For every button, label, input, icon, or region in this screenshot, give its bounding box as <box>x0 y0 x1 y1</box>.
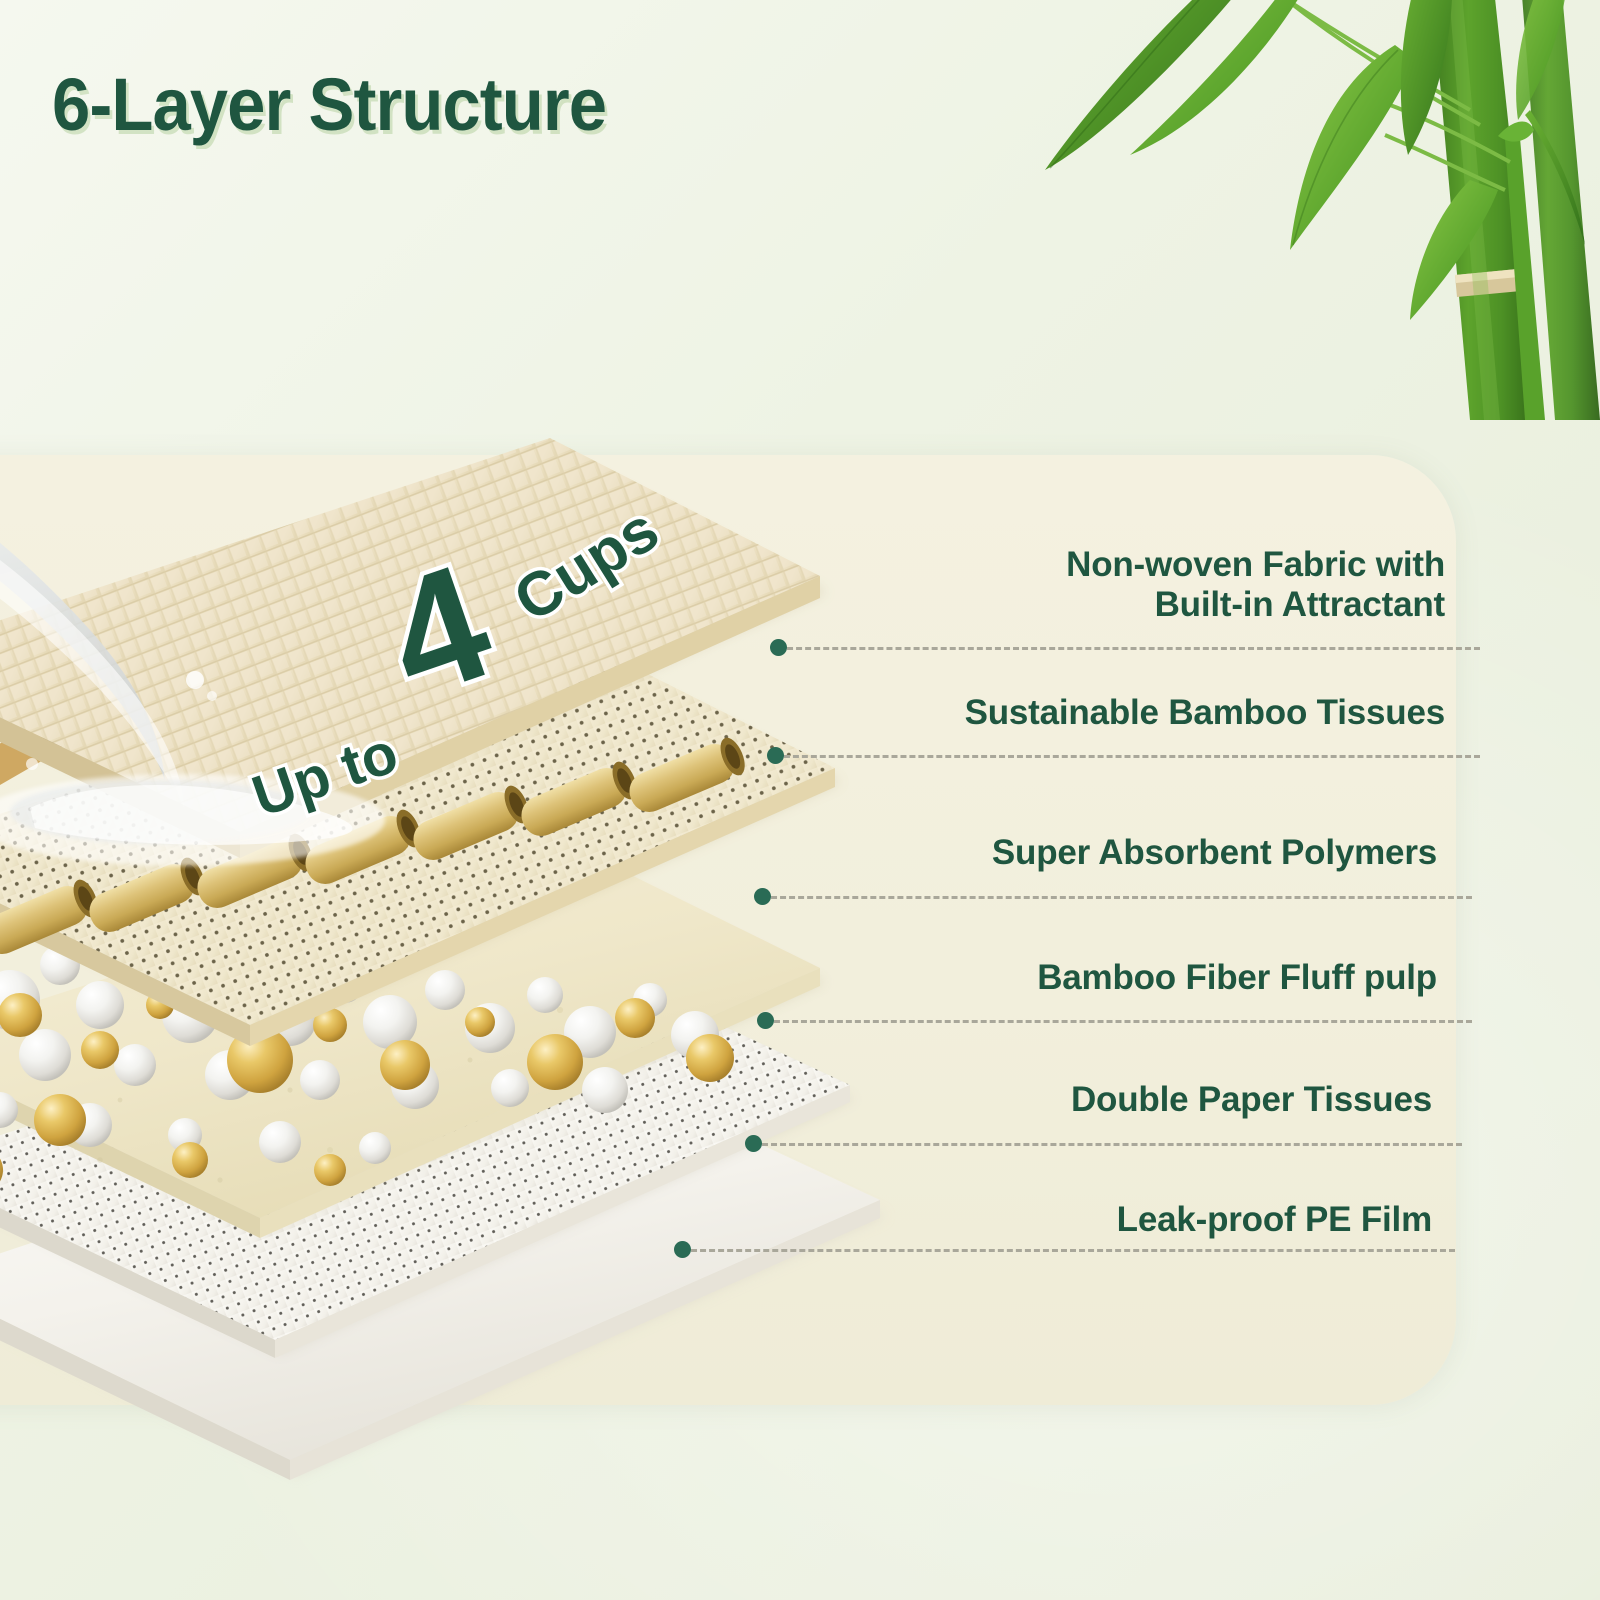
leader-line-4 <box>765 1020 1472 1023</box>
leader-dot-1 <box>770 639 787 656</box>
leader-dot-4 <box>757 1012 774 1029</box>
layer-label-pe-film: Leak-proof PE Film <box>1116 1200 1433 1239</box>
layer-label-absorbent-polymers: Super Absorbent Polymers <box>991 833 1437 872</box>
highlight-number: 4 <box>360 524 516 737</box>
leader-dot-6 <box>674 1241 691 1258</box>
leader-line-3 <box>762 896 1472 899</box>
layer-label-double-paper-tissues: Double Paper Tissues <box>1070 1080 1432 1119</box>
highlight-unit: Cups <box>499 491 674 639</box>
leader-dot-3 <box>754 888 771 905</box>
layer-label-bamboo-tissues: Sustainable Bamboo Tissues <box>964 693 1446 732</box>
page-title: 6-Layer Structure <box>52 63 607 146</box>
highlight-prefix: Up to <box>241 716 409 833</box>
leader-line-2 <box>775 755 1480 758</box>
leader-line-6 <box>682 1249 1455 1252</box>
leader-dot-2 <box>767 747 784 764</box>
leader-dot-5 <box>745 1135 762 1152</box>
leader-line-5 <box>753 1143 1462 1146</box>
layer-label-fluff-pulp: Bamboo Fiber Fluff pulp <box>1037 958 1437 997</box>
leader-line-1 <box>778 647 1480 650</box>
layer-label-non-woven-fabric: Non-woven Fabric with Built-in Attractan… <box>1066 545 1445 624</box>
water-stream <box>0 542 385 866</box>
layer-stack-illustration <box>0 438 886 1480</box>
